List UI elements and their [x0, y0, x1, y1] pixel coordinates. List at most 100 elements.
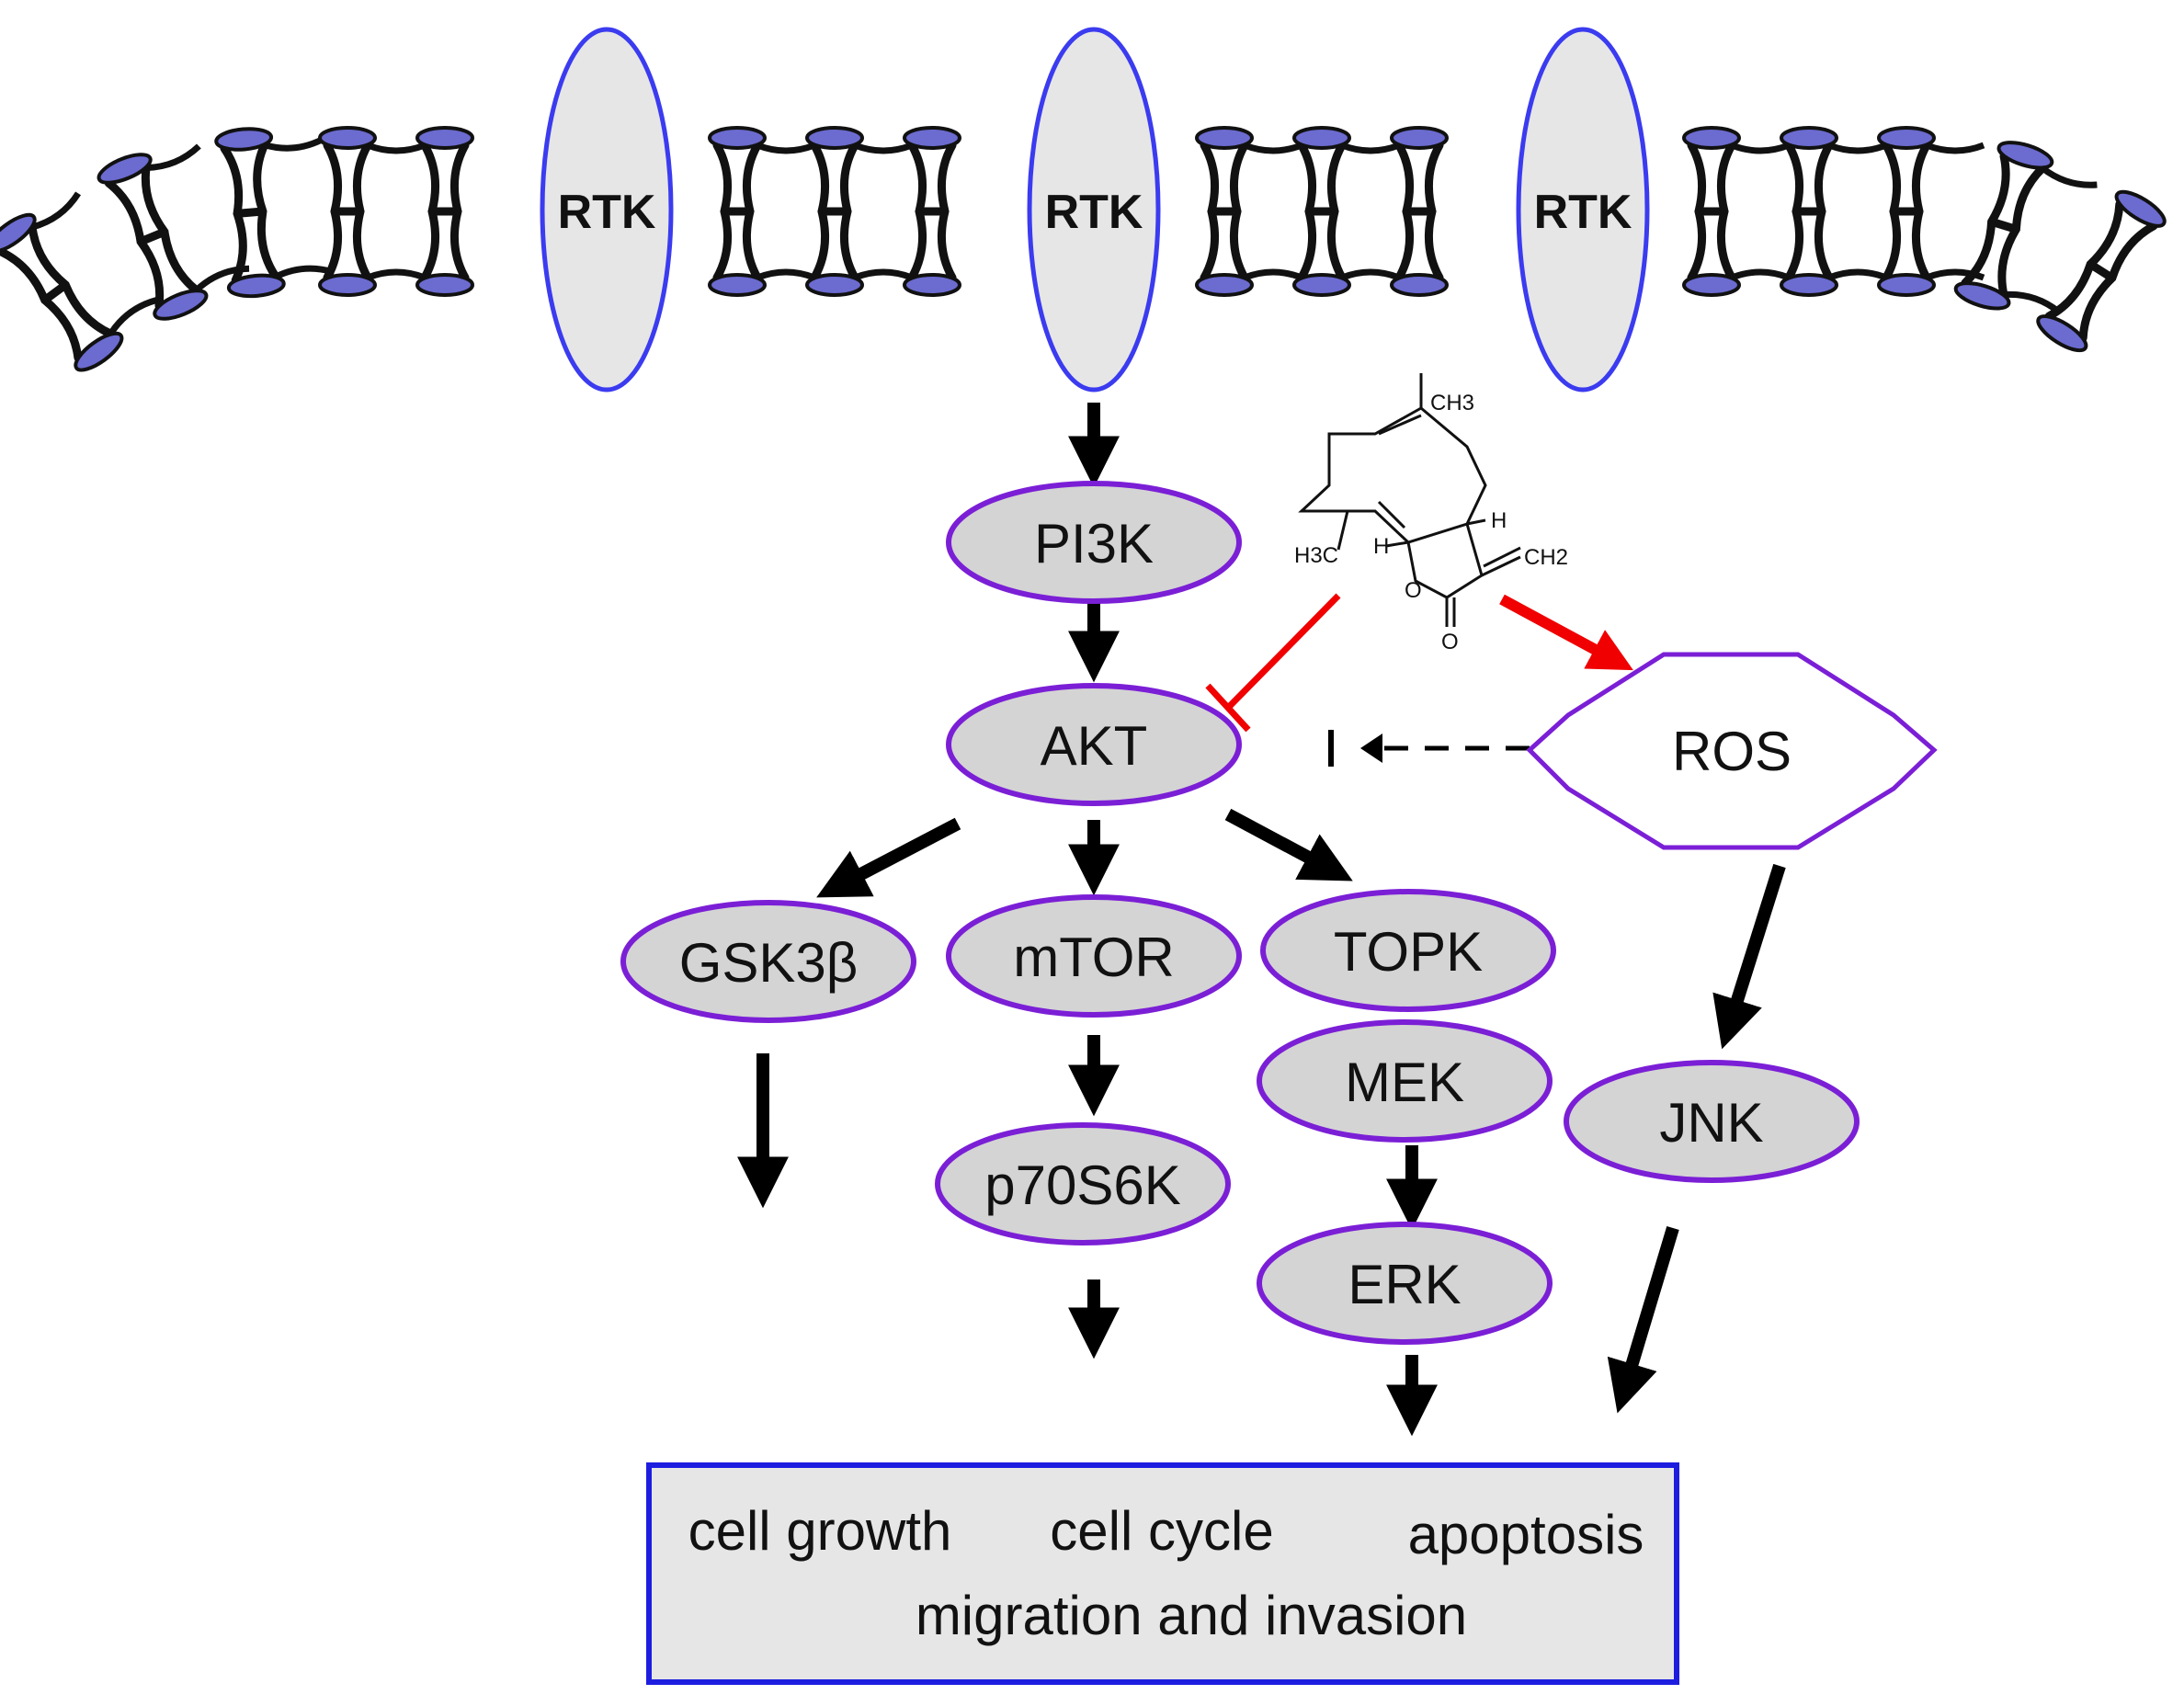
- rtk-label-1: RTK: [558, 186, 656, 239]
- pathway-arrows: [737, 403, 1786, 1437]
- lipid-bridge: [31, 191, 158, 336]
- lipid-tail: [907, 141, 957, 282]
- lipid-head: [318, 126, 377, 150]
- compound-labels: CH3 H3C H H CH2 O O: [1294, 391, 1568, 654]
- lipid-head: [1877, 273, 1936, 297]
- rtk-label-2: RTK: [1045, 186, 1143, 239]
- lipid-head: [226, 273, 286, 299]
- chem-h3c: H3C: [1294, 543, 1338, 568]
- lipid-head: [903, 126, 961, 150]
- lipid-unit: [1780, 126, 1888, 297]
- lipid-head: [708, 126, 767, 150]
- outcome-migration-invasion: migration and invasion: [916, 1585, 1467, 1646]
- node-label-topk: TOPK: [1334, 921, 1483, 983]
- outcomes-box: cell growth cell cycle apoptosis migrati…: [646, 1462, 1679, 1685]
- lipid-head: [1682, 273, 1741, 297]
- lipid-head: [415, 126, 474, 150]
- node-topk: TOPK: [1260, 889, 1556, 1012]
- lipid-head: [1780, 273, 1838, 297]
- lipid-unit: [97, 143, 250, 321]
- lipid-unit: [2036, 189, 2167, 353]
- lipid-head: [214, 127, 274, 152]
- lipid-bridge: [366, 142, 427, 281]
- ros-inhibits-akt-dashed: [1328, 730, 1530, 767]
- node-label-pi3k: PI3K: [1034, 513, 1154, 574]
- lipid-unit: [1953, 141, 2098, 314]
- lipid-tail: [2044, 199, 2158, 343]
- chem-ch3-top: CH3: [1430, 391, 1474, 415]
- node-label-gsk3b: GSK3β: [679, 932, 859, 994]
- lipid-head: [1780, 126, 1838, 150]
- lipid-bridge: [1827, 142, 1888, 281]
- outcome-cell-cycle: cell cycle: [1050, 1500, 1273, 1562]
- lipid-unit: [1877, 126, 1985, 297]
- lipid-head: [1292, 126, 1351, 150]
- lipid-head: [153, 289, 209, 321]
- lipid-head: [2036, 314, 2088, 353]
- lipid-bridge: [263, 137, 334, 280]
- node-mtor: mTOR: [946, 894, 1242, 1018]
- lipid-head: [1877, 126, 1936, 150]
- lipid-head: [1292, 273, 1351, 297]
- lipid-unit: [1390, 126, 1449, 297]
- lipid-tail: [104, 164, 201, 310]
- lipid-head: [1682, 126, 1741, 150]
- lipid-tail: [0, 222, 115, 362]
- node-label-ros: ROS: [1672, 721, 1792, 782]
- arrow-akt-to-gsk3b: [816, 817, 961, 898]
- rtk-receptor-2: RTK: [1027, 27, 1161, 392]
- outcome-apoptosis: apoptosis: [1408, 1504, 1644, 1565]
- lipid-unit: [805, 126, 914, 297]
- lipid-head: [2114, 189, 2167, 228]
- node-label-jnk: JNK: [1659, 1092, 1763, 1154]
- compound-structure: [1298, 373, 1521, 627]
- lipid-head: [1195, 273, 1254, 297]
- lipid-head: [1953, 281, 2011, 311]
- arrow-akt-to-topk: [1224, 808, 1353, 881]
- lipid-tail: [1394, 141, 1444, 282]
- rtk-label-3: RTK: [1534, 186, 1632, 239]
- chem-ch2: CH2: [1524, 545, 1568, 570]
- lipid-unit: [214, 127, 334, 299]
- lipid-unit: [318, 126, 427, 297]
- lipid-head: [1390, 273, 1449, 297]
- lipid-unit: [0, 191, 158, 372]
- lipid-bridge: [756, 142, 816, 281]
- compound-effects: [1205, 593, 1633, 733]
- node-pi3k: PI3K: [946, 481, 1242, 604]
- lipid-unit: [1195, 126, 1303, 297]
- lipid-head: [1195, 126, 1254, 150]
- lipid-head: [805, 273, 864, 297]
- lipid-tail: [1297, 141, 1347, 282]
- cell-membrane: [0, 126, 2167, 372]
- lipid-bridge: [1925, 142, 1985, 281]
- lipid-head: [805, 126, 864, 150]
- compound-inhibits-akt: [1225, 593, 1341, 711]
- lipid-head: [903, 273, 961, 297]
- lipid-bridge: [853, 142, 914, 281]
- node-erk: ERK: [1257, 1222, 1553, 1345]
- chem-h-right: H: [1491, 508, 1507, 533]
- lipid-unit: [708, 126, 816, 297]
- rtk-receptor-3: RTK: [1516, 27, 1650, 392]
- lipid-unit: [1292, 126, 1401, 297]
- lipid-tail: [1784, 141, 1834, 282]
- lipid-tail: [1200, 141, 1249, 282]
- lipid-head: [1390, 126, 1449, 150]
- lipid-bridge: [1730, 142, 1791, 281]
- arrow-jnk-to-outcomes: [1607, 1225, 1679, 1414]
- lipid-tail: [1687, 141, 1736, 282]
- lipid-bridge: [1340, 142, 1401, 281]
- node-mek: MEK: [1257, 1019, 1553, 1143]
- lipid-tail: [1961, 152, 2047, 300]
- lipid-head: [97, 153, 153, 185]
- lipid-tail: [220, 141, 280, 285]
- node-label-akt: AKT: [1041, 715, 1148, 777]
- node-ros: ROS: [1526, 652, 1938, 850]
- node-label-mek: MEK: [1345, 1052, 1464, 1113]
- lipid-head: [708, 273, 767, 297]
- compound-activates-ros: [1499, 594, 1633, 671]
- lipid-tail: [1882, 141, 1931, 282]
- node-jnk: JNK: [1564, 1060, 1860, 1183]
